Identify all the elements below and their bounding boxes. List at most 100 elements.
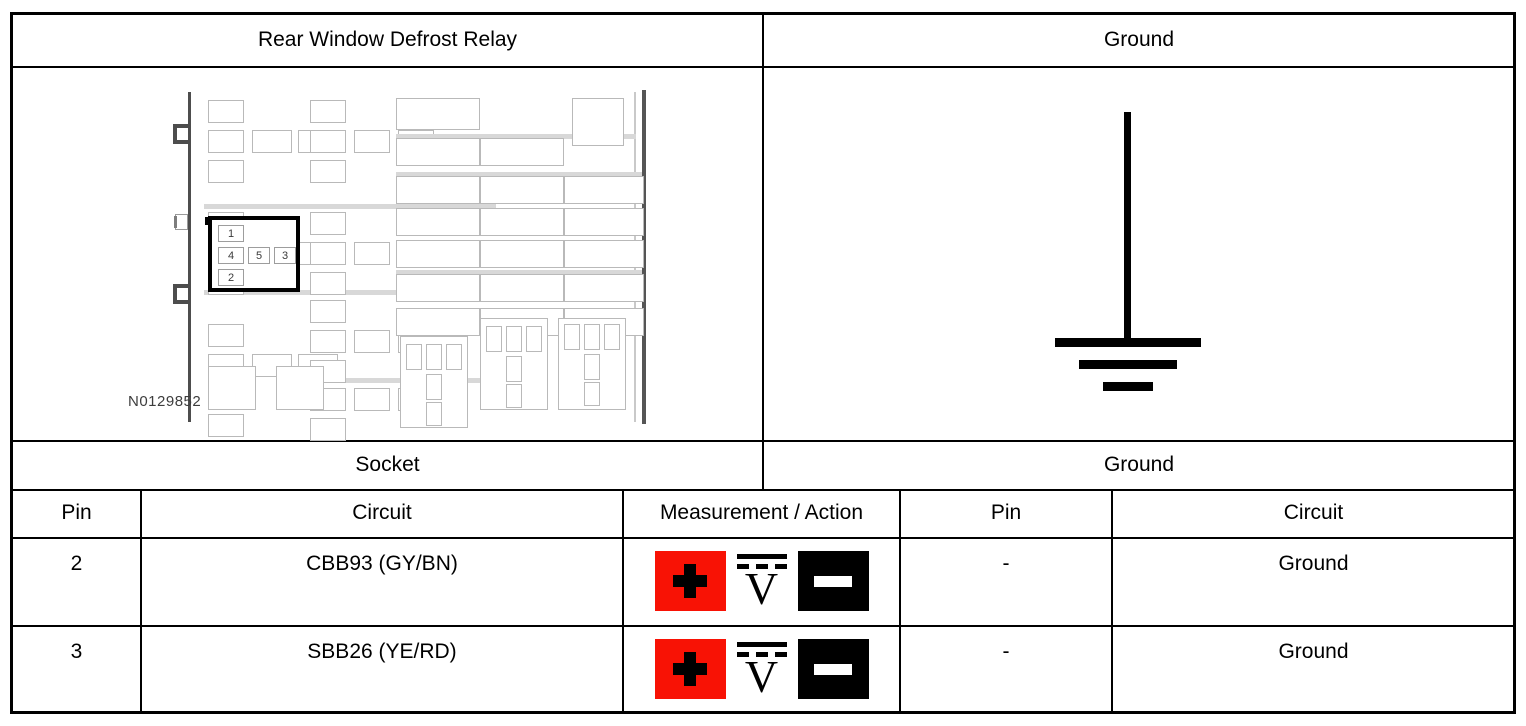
relay-slot [564,208,644,236]
fuse-slot [208,130,244,153]
ground-bar-2 [1079,360,1177,369]
rule-under-section-headers [10,489,1516,491]
clip-upper-bottom [173,140,191,144]
relay-slot [396,138,480,166]
dc-dash-1 [736,564,749,569]
socket-pin-3: 3 [274,247,296,264]
table-row: Ground [1113,537,1514,625]
relay-slot [396,176,480,204]
dc-solid-line [736,642,787,647]
table-row: Ground [1113,625,1514,713]
ground-pin-value: - [1002,552,1010,575]
fuse-slot [426,344,442,370]
fuse-slot [354,130,390,153]
fuse-slot [310,272,346,295]
voltmeter-symbol: V [744,563,779,614]
fuse-slot [406,344,422,370]
band-col-c-2 [396,172,642,178]
rule-between-rows [10,625,1516,627]
band-col-c-1 [396,134,636,139]
fuse-slot [310,242,346,265]
relay-slot [480,274,564,302]
fuse-slot [310,212,346,235]
socket-pin-value: 3 [70,640,83,663]
ground-bar-1 [1055,338,1201,347]
fuse-slot [486,326,502,352]
dc-voltmeter-icon: V [734,550,790,612]
relay-slot [564,176,644,204]
socket-pin-2: 2 [218,269,244,286]
relay-slot [396,308,480,336]
fuse-slot [526,326,542,352]
dc-dash-3 [774,652,787,657]
fuse-slot [354,330,390,353]
relay-slot [396,208,480,236]
fuse-slot [252,130,292,153]
fuse-box-diagram: 1 4 5 3 2 N0129852 [120,88,690,441]
fuse-slot [426,402,442,426]
plus-bar-vertical [684,564,696,598]
fuse-slot [310,330,346,353]
component-title: Rear Window Defrost Relay [257,28,518,52]
relay-slot [396,240,480,268]
fuse-slot [208,160,244,183]
rail-left [188,92,191,422]
relay-slot-large [572,98,624,146]
socket-circuit-value: CBB93 (GY/BN) [306,552,458,575]
fuse-slot [310,160,346,183]
positive-terminal-icon [654,551,726,611]
band-col-b-1 [306,204,496,209]
illustration-caption: N0129852 [128,393,202,410]
fuse-slot [208,414,244,437]
table-row: - [901,537,1111,625]
relay-slot [564,274,644,302]
fuse-slot [506,384,522,408]
fuse-slot [584,382,600,406]
dc-solid-line [736,554,787,559]
clip-lower-top [173,284,191,288]
table-row: - [901,625,1111,713]
relay-slot [480,240,564,268]
section-header-ground: Ground [1103,453,1175,477]
relay-slot [396,98,480,130]
clip-lower-left [173,284,177,304]
module-slot [276,366,324,410]
fuse-slot [506,356,522,382]
rule-after-measurement-col [899,489,901,714]
column-header-ground-pin: Pin [990,501,1022,525]
relay-slot [480,138,564,166]
relay-slot [396,274,480,302]
socket-pin-4: 4 [218,247,244,264]
dc-dash-2 [755,652,768,657]
column-header-socket-pin: Pin [61,501,92,525]
fuse-slot [446,344,462,370]
ground-stem [1124,112,1131,344]
fuse-slot [354,242,390,265]
fuse-slot [584,354,600,380]
rule-after-ground-pin-col [1111,489,1113,714]
relay-slot [480,208,564,236]
table-row: SBB26 (YE/RD) [142,625,622,713]
clip-upper-top [173,124,189,128]
relay-slot [564,240,644,268]
column-header-ground-circuit: Circuit [1283,501,1344,525]
dc-dash-1 [736,652,749,657]
socket-pin-1: 1 [218,225,244,242]
measurement-icon-group: V [624,625,899,713]
positive-terminal-icon [654,639,726,699]
relay-slot [480,176,564,204]
column-header-socket-circuit: Circuit [352,501,412,525]
table-row: CBB93 (GY/BN) [142,537,622,625]
negative-terminal-icon [797,551,869,611]
highlighted-relay-socket[interactable]: 1 4 5 3 2 [208,216,300,292]
fuse-slot [426,374,442,400]
socket-pin-value: 2 [70,552,83,575]
clip-upper-left [173,124,177,144]
ground-pin-value: - [1002,640,1010,663]
section-header-socket: Socket [355,453,420,477]
fuse-slot [564,324,580,350]
plus-bar-vertical [684,652,696,686]
ground-title: Ground [1103,28,1175,52]
fuse-slot [604,324,620,350]
band-col-a-2 [204,290,400,295]
